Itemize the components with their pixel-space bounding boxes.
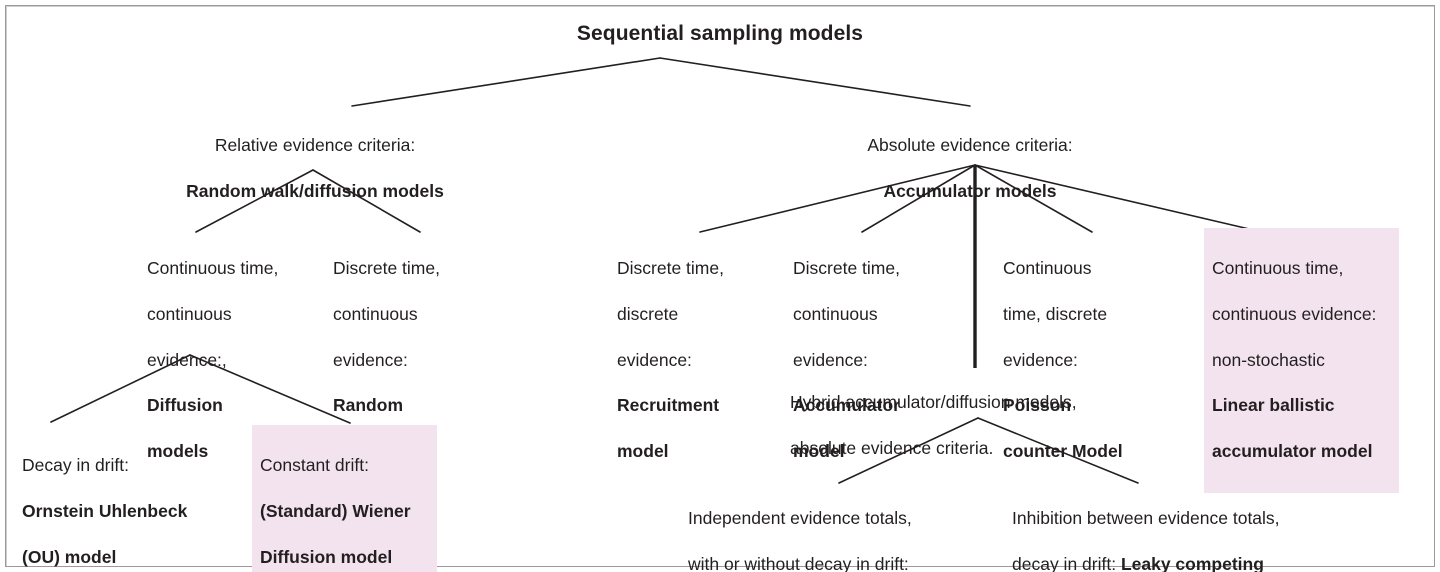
node-recruitment-line3: evidence: — [617, 349, 692, 370]
node-lba-line5: accumulator model — [1212, 441, 1373, 462]
node-hybrid-line1: Hybrid accumulator/diffusion models, — [790, 391, 1077, 412]
node-relative-line1: Relative evidence criteria: — [214, 134, 416, 155]
node-poisson-line4: Poisson — [1003, 395, 1072, 416]
node-dual-diffusion-model: Independent evidence totals, with or wit… — [688, 484, 976, 572]
edge-absolute-to-poisson — [974, 164, 1093, 233]
node-random-walk-line3: evidence: — [333, 349, 408, 370]
node-absolute-line1: Absolute evidence criteria: — [867, 134, 1073, 155]
node-diffusion-models: Continuous time, continuous evidence:, D… — [147, 234, 307, 486]
node-lca-line1: Inhibition between evidence totals, — [1012, 507, 1280, 528]
node-standard-wiener-diffusion-model: Constant drift: (Standard) Wiener Diffus… — [252, 425, 437, 572]
node-recruitment-line1: Discrete time, — [617, 257, 724, 278]
node-poisson-line5: counter Model — [1003, 441, 1123, 462]
node-lba-line1: Continuous time, — [1212, 257, 1344, 278]
node-absolute-line2: Accumulator models — [883, 180, 1057, 201]
node-diffusion-line3: evidence:, — [147, 349, 227, 370]
node-poisson-line2: time, discrete — [1003, 303, 1108, 324]
edge-relative-to-diffusion — [195, 169, 314, 233]
node-lca-line2: decay in drift: Leaky competing — [1012, 553, 1342, 572]
edge-hybrid-to-dual — [838, 417, 979, 484]
edge-absolute-to-recruitment — [699, 164, 976, 233]
edge-diffusion-to-ou — [50, 354, 191, 423]
node-absolute-evidence-criteria: Absolute evidence criteria: Accumulator … — [812, 111, 1128, 226]
node-accumulator-line2: continuous — [793, 303, 878, 324]
node-diffusion-line1: Continuous time, — [147, 257, 279, 278]
node-relative-evidence-criteria: Relative evidence criteria: Random walk/… — [150, 111, 480, 226]
node-accumulator-model: Discrete time, continuous evidence: Accu… — [793, 234, 953, 486]
node-hybrid-line2: absolute evidence criteria. — [790, 437, 994, 458]
node-wiener-line3: Diffusion model — [260, 546, 393, 567]
node-linear-ballistic-accumulator-model: Continuous time, continuous evidence: no… — [1204, 228, 1399, 494]
node-relative-line2: Random walk/diffusion models — [186, 180, 444, 201]
node-hybrid-accumulator-diffusion-models: Hybrid accumulator/diffusion models, abs… — [790, 368, 1170, 483]
edge-root-to-absolute — [659, 57, 971, 107]
node-ornstein-uhlenbeck-model: Decay in drift: Ornstein Uhlenbeck (OU) … — [22, 431, 242, 572]
node-recruitment-model: Discrete time, discrete evidence: Recrui… — [617, 234, 789, 486]
node-wiener-line2: (Standard) Wiener — [260, 500, 411, 521]
edge-absolute-to-lba — [974, 164, 1263, 233]
node-random-walk-line2: continuous — [333, 303, 418, 324]
node-ou-line2: Ornstein Uhlenbeck — [22, 500, 188, 521]
node-poisson-counter-model: Continuous time, discrete evidence: Pois… — [1003, 234, 1163, 486]
node-diffusion-line2: continuous — [147, 303, 232, 324]
node-random-walk-line1: Discrete time, — [333, 257, 440, 278]
node-lba-line2: continuous evidence: — [1212, 303, 1377, 324]
node-ou-line3: (OU) model — [22, 546, 117, 567]
node-recruitment-line5: model — [617, 441, 669, 462]
node-accumulator-line4: Accumulator — [793, 395, 900, 416]
node-poisson-line3: evidence: — [1003, 349, 1078, 370]
node-leaky-competing-accumulator-model: Inhibition between evidence totals, deca… — [1012, 484, 1342, 572]
node-lca-line2-plain: decay in drift: — [1012, 553, 1121, 572]
node-lba-line4: Linear ballistic — [1212, 395, 1335, 416]
figure-title: Sequential sampling models — [576, 22, 864, 45]
node-random-walk-line4: Random — [333, 395, 403, 416]
node-diffusion-line4: Diffusion — [147, 395, 223, 416]
edge-hybrid-to-lca — [977, 417, 1139, 484]
node-dual-line2: with or without decay in drift: — [688, 553, 909, 572]
node-dual-line1: Independent evidence totals, — [688, 507, 912, 528]
edge-diffusion-to-wiener — [189, 354, 351, 424]
node-accumulator-line5: model — [793, 441, 845, 462]
node-ou-line1: Decay in drift: — [22, 454, 129, 475]
node-poisson-line1: Continuous — [1003, 257, 1092, 278]
edge-absolute-to-accumulator — [861, 164, 976, 233]
node-accumulator-line1: Discrete time, — [793, 257, 900, 278]
node-accumulator-line3: evidence: — [793, 349, 868, 370]
node-lba-line3: non-stochastic — [1212, 349, 1325, 370]
node-lca-line2-bold: Leaky competing — [1120, 553, 1264, 572]
node-wiener-line1: Constant drift: — [260, 454, 369, 475]
node-recruitment-line2: discrete — [617, 303, 679, 324]
node-diffusion-line5: models — [147, 441, 209, 462]
edge-relative-to-randomwalk — [312, 169, 421, 233]
edge-root-to-relative — [351, 57, 661, 107]
node-recruitment-line4: Recruitment — [617, 395, 720, 416]
